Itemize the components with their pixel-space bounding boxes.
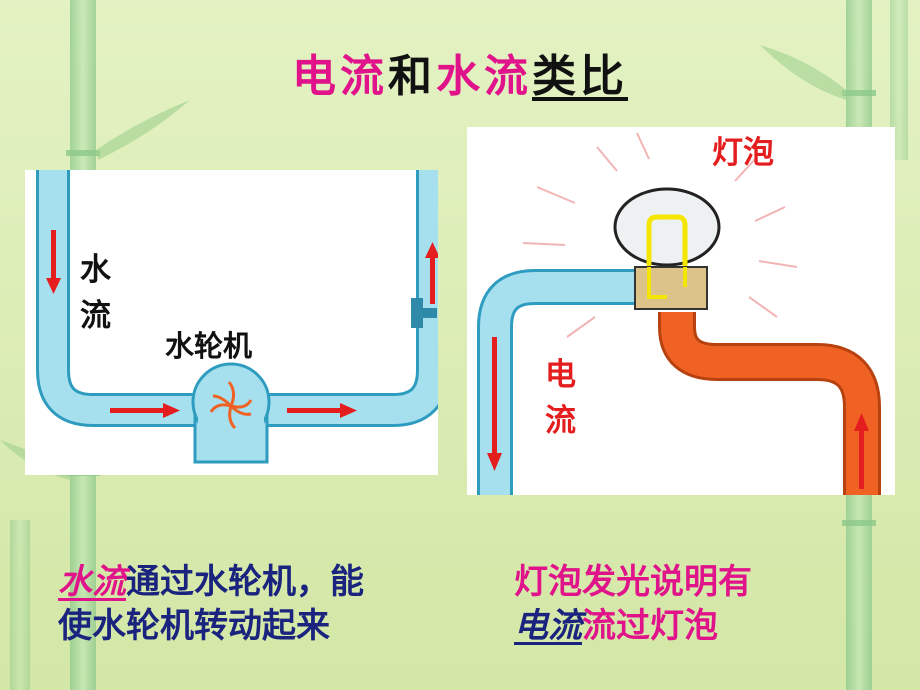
page-title: 电流和水流类比 [0, 40, 920, 104]
left-caption-term: 水流 [58, 562, 126, 602]
right-caption-line-1: 灯泡发光说明有 [514, 562, 752, 602]
current-label-2: 流 [545, 403, 576, 439]
right-caption: 灯泡发光说明有 电流流过灯泡 [514, 560, 752, 648]
title-water-flow: 水流 [436, 51, 532, 102]
left-caption: 水流通过水轮机，能 使水轮机转动起来 [58, 560, 364, 648]
water-pipe-diagram [36, 170, 438, 464]
current-arrows [487, 337, 869, 489]
electric-circuit-panel: 灯泡 电 流 [467, 127, 895, 495]
title-and: 和 [388, 51, 436, 102]
right-caption-rest: 流过灯泡 [582, 606, 718, 646]
bulb-base-icon [634, 266, 708, 310]
right-caption-line-2: 电流流过灯泡 [514, 604, 752, 648]
left-caption-line-2: 使水轮机转动起来 [58, 606, 330, 646]
copper-wire [658, 312, 881, 495]
turbine-label: 水轮机 [165, 329, 253, 363]
bulb-glass-icon [613, 187, 721, 267]
water-flow-label-2: 流 [80, 298, 111, 334]
left-caption-line-1: 水流通过水轮机，能 [58, 560, 364, 604]
filament-icon [646, 214, 688, 267]
turbine-rotor-icon [209, 381, 253, 430]
current-label-1: 电 [545, 357, 576, 393]
bulb-label: 灯泡 [712, 135, 774, 171]
title-analogy: 类比 [532, 51, 628, 102]
right-caption-term: 电流 [514, 606, 582, 646]
title-current: 电流 [292, 51, 388, 102]
water-flow-label-1: 水 [80, 252, 111, 288]
water-flow-panel: 水 流 水轮机 [25, 170, 438, 475]
flow-arrows [46, 230, 438, 418]
left-caption-rest: 通过水轮机，能 [126, 562, 364, 602]
bulb-circuit-diagram [477, 132, 881, 495]
